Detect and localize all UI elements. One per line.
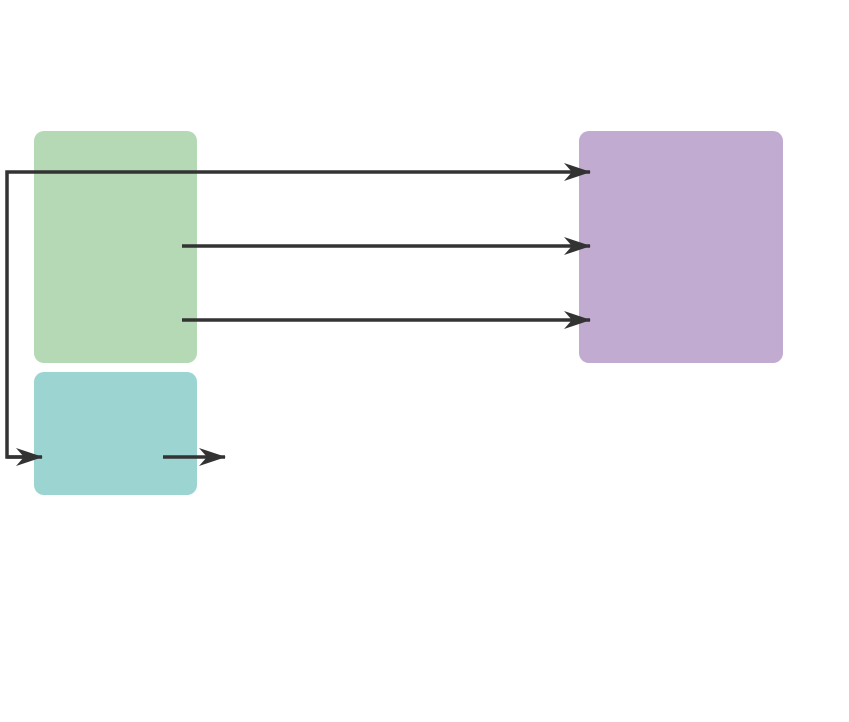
purple-box [579, 131, 783, 363]
green-box [34, 131, 197, 363]
teal-box [34, 372, 197, 495]
